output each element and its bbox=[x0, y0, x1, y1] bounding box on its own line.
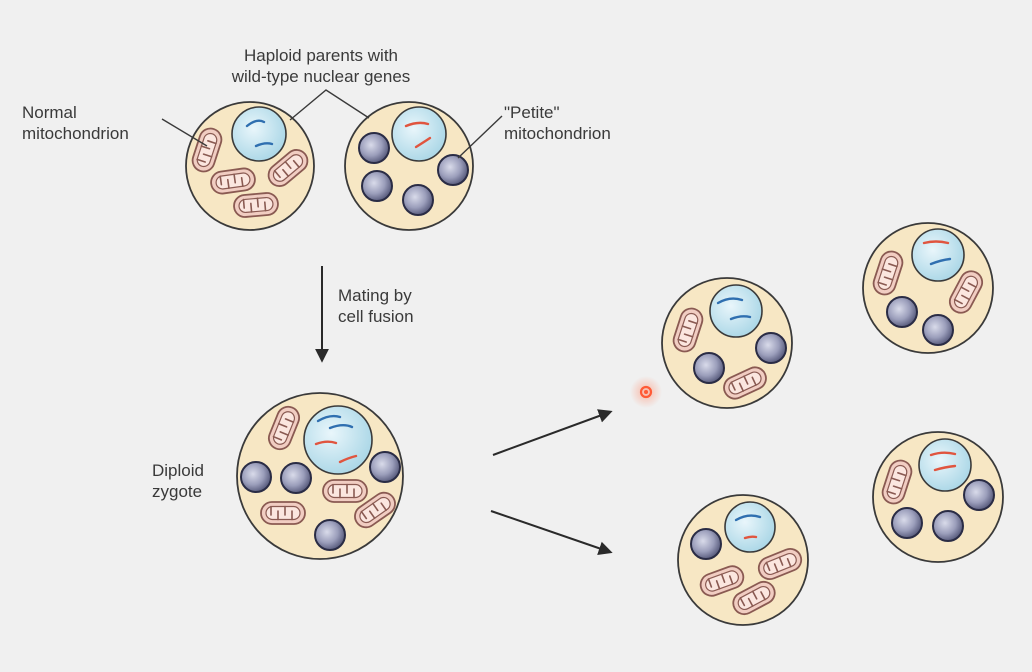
chromosome-red bbox=[933, 464, 957, 472]
petite-mitochondrion bbox=[932, 510, 964, 542]
daughter-cell-4 bbox=[872, 431, 1004, 563]
chromosome-blue bbox=[316, 414, 342, 423]
daughter-cell-3 bbox=[862, 222, 994, 354]
chromosome-blue bbox=[734, 514, 762, 522]
diploid-zygote-cell bbox=[236, 392, 404, 560]
normal-mitochondrion bbox=[232, 191, 280, 219]
leader-petite bbox=[457, 115, 503, 159]
chromosome-blue bbox=[929, 257, 952, 266]
leader-haploid bbox=[289, 89, 370, 121]
petite-mitochondrion bbox=[922, 314, 954, 346]
chromosome-blue bbox=[328, 424, 354, 430]
mating-label: Mating by cell fusion bbox=[338, 286, 414, 326]
division-arrow-up bbox=[492, 409, 613, 456]
petite-mitochondrion bbox=[280, 462, 312, 494]
chromosome-blue bbox=[716, 297, 744, 305]
chromosome-red bbox=[922, 240, 950, 245]
normal-mitochondrion-label: Normal mitochondrion bbox=[22, 103, 129, 143]
daughter-cell-1 bbox=[661, 277, 793, 409]
petite-mitochondrion bbox=[240, 461, 272, 493]
petite-mitochondrion bbox=[891, 507, 923, 539]
petite-mitochondrion bbox=[755, 332, 787, 364]
petite-mitochondrion bbox=[402, 184, 434, 216]
diploid-zygote-label: Diploid zygote bbox=[152, 461, 204, 501]
chromosome-blue bbox=[245, 119, 266, 128]
nucleus bbox=[709, 284, 763, 338]
normal-mitochondrion bbox=[322, 479, 368, 503]
chromosome-blue bbox=[729, 315, 752, 321]
chromosome-red bbox=[314, 440, 338, 446]
haploid-parents-label: Haploid parents with wild-type nuclear g… bbox=[231, 46, 411, 86]
petite-mitochondrion bbox=[693, 352, 725, 384]
pointer-dot bbox=[630, 376, 662, 408]
nucleus bbox=[391, 106, 447, 162]
chromosome-red bbox=[404, 121, 430, 128]
leader-normal bbox=[161, 118, 208, 147]
normal-mitochondrion bbox=[260, 501, 306, 525]
nucleus bbox=[918, 438, 972, 492]
petite-mitochondrion bbox=[963, 479, 995, 511]
petite-mitochondrion bbox=[690, 528, 722, 560]
chromosome-red bbox=[743, 535, 758, 540]
petite-mitochondrion bbox=[361, 170, 393, 202]
petite-mitochondrion bbox=[886, 296, 918, 328]
petite-mitochondrion bbox=[437, 154, 469, 186]
chromosome-red bbox=[929, 451, 957, 457]
chromosome-red bbox=[338, 454, 358, 464]
nucleus bbox=[911, 228, 965, 282]
petite-mitochondrion bbox=[369, 451, 401, 483]
chromosome-blue bbox=[254, 142, 274, 148]
petite-mitochondrion bbox=[314, 519, 346, 551]
petite-mitochondrion bbox=[358, 132, 390, 164]
haploid-cell-normal bbox=[185, 101, 315, 231]
chromosome-red bbox=[414, 136, 432, 149]
nucleus bbox=[231, 106, 287, 162]
leader-lines bbox=[161, 89, 503, 159]
haploid-cell-petite bbox=[344, 101, 474, 231]
division-arrow-down bbox=[490, 510, 613, 555]
daughter-cell-2 bbox=[677, 494, 809, 626]
nucleus bbox=[724, 501, 776, 553]
petite-mitochondrion-label: "Petite" mitochondrion bbox=[504, 103, 611, 143]
